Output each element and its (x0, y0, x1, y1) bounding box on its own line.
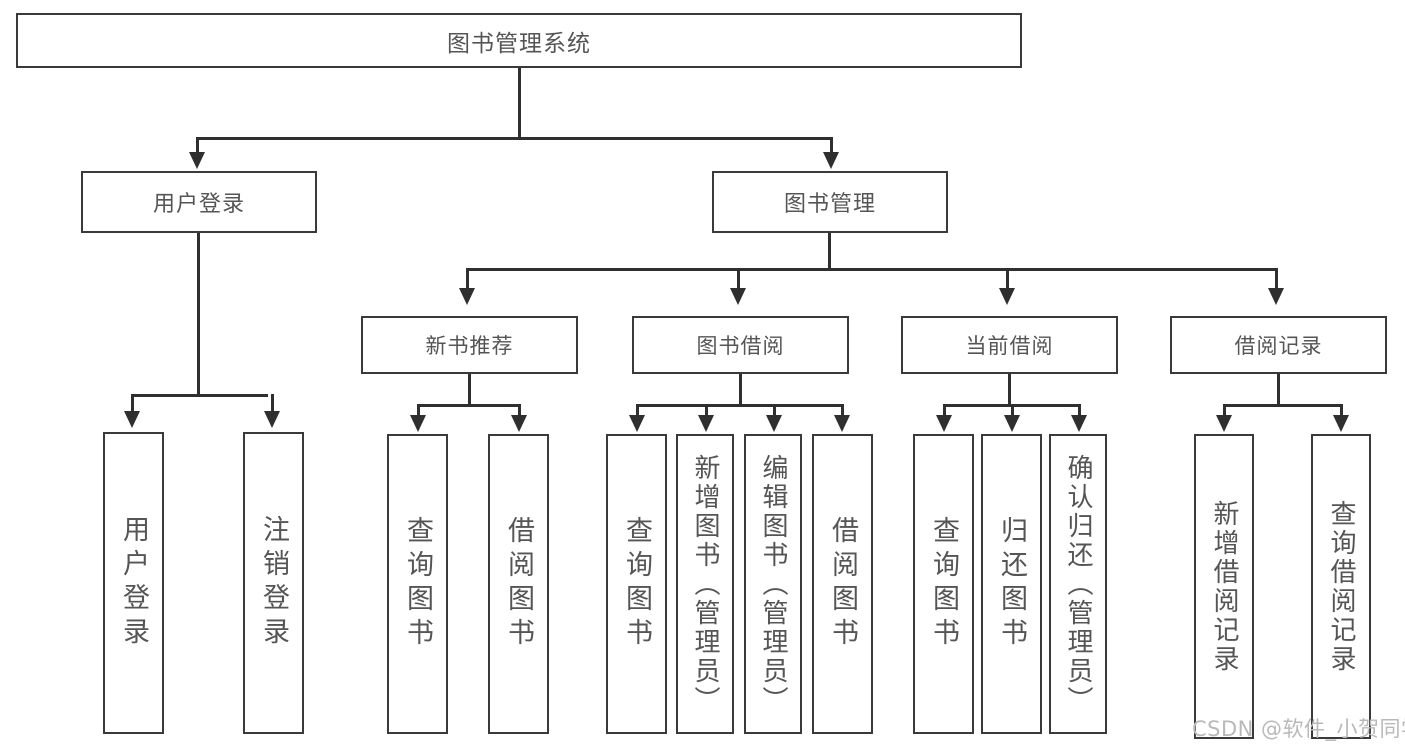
leaf-current-borrow-return-book-label: 归还图书 (996, 516, 1027, 652)
leaf-user-login-logout[interactable]: 注销登录 (243, 432, 304, 734)
arrowhead-br-leaf-1 (1216, 415, 1232, 432)
leaf-book-borrow-edit-book-admin-label: 编辑图书（管理员） (758, 453, 788, 715)
leaf-user-login-login[interactable]: 用户登录 (103, 432, 164, 734)
arrowhead-nbr-leaf-1 (410, 415, 426, 432)
connector-br-bus (1223, 404, 1343, 407)
connector-user-login-bus (131, 394, 268, 397)
node-borrow-records[interactable]: 借阅记录 (1170, 316, 1387, 374)
connector-bb-stem (739, 374, 742, 406)
leaf-current-borrow-query-book[interactable]: 查询图书 (913, 434, 974, 734)
node-book-borrow[interactable]: 图书借阅 (632, 316, 849, 374)
connector-bm-drop-2 (737, 268, 740, 290)
node-borrow-records-label: 借阅记录 (1234, 334, 1323, 358)
watermark-csdn: CSDN @软件_小贺同学 (1192, 717, 1405, 741)
node-book-borrow-label: 图书借阅 (696, 334, 785, 358)
leaf-user-login-login-label: 用户登录 (118, 515, 149, 651)
leaf-borrow-records-query-record[interactable]: 查询借阅记录 (1311, 434, 1371, 739)
connector-bb-drop-1 (636, 404, 639, 418)
node-current-borrow[interactable]: 当前借阅 (901, 316, 1118, 374)
connector-br-drop-1 (1223, 404, 1226, 418)
leaf-book-borrow-add-book-admin[interactable]: 新增图书（管理员） (676, 434, 734, 734)
connector-br-stem (1277, 374, 1280, 406)
node-book-management[interactable]: 图书管理 (712, 171, 948, 233)
leaf-book-borrow-edit-book-admin[interactable]: 编辑图书（管理员） (744, 434, 802, 734)
leaf-book-borrow-borrow-book[interactable]: 借阅图书 (812, 434, 873, 734)
arrowhead-bb-leaf-4 (834, 415, 850, 432)
connector-bm-drop-3 (1006, 268, 1009, 290)
connector-book-management-stem (828, 233, 831, 271)
leaf-current-borrow-confirm-return-admin[interactable]: 确认归还（管理员） (1049, 434, 1107, 734)
arrowhead-bb-leaf-1 (629, 415, 645, 432)
leaf-borrow-records-query-record-label: 查询借阅记录 (1326, 499, 1356, 674)
arrowhead-root-to-user-login (189, 152, 205, 169)
connector-cb-drop-3 (1078, 404, 1081, 418)
connector-cb-stem (1008, 374, 1011, 406)
connector-bb-drop-3 (773, 404, 776, 418)
leaf-book-borrow-query-book-label: 查询图书 (621, 516, 652, 652)
connector-nbr-bus (417, 404, 521, 407)
connector-bb-drop-4 (841, 404, 844, 418)
node-new-book-recommend-label: 新书推荐 (425, 334, 514, 358)
leaf-user-login-logout-label: 注销登录 (258, 515, 289, 651)
arrowhead-bm-to-current-borrow (999, 288, 1015, 305)
arrowhead-user-login-leaf-2 (264, 411, 280, 428)
connector-user-login-stem (197, 233, 200, 397)
node-root-label: 图书管理系统 (447, 30, 591, 57)
leaf-current-borrow-confirm-return-admin-label: 确认归还（管理员） (1063, 453, 1093, 715)
leaf-book-borrow-query-book[interactable]: 查询图书 (606, 434, 667, 734)
connector-bm-drop-4 (1275, 268, 1278, 290)
node-current-borrow-label: 当前借阅 (965, 334, 1054, 358)
leaf-new-book-borrow-book[interactable]: 借阅图书 (488, 434, 549, 734)
leaf-current-borrow-query-book-label: 查询图书 (928, 516, 959, 652)
connector-br-drop-2 (1340, 404, 1343, 418)
arrowhead-br-leaf-2 (1333, 415, 1349, 432)
leaf-book-borrow-add-book-admin-label: 新增图书（管理员） (690, 453, 720, 715)
connector-root-to-user-login (196, 137, 199, 155)
connector-cb-drop-1 (943, 404, 946, 418)
connector-nbr-drop-1 (417, 404, 420, 418)
arrowhead-cb-leaf-3 (1071, 415, 1087, 432)
node-user-login[interactable]: 用户登录 (81, 171, 317, 233)
arrowhead-root-to-book-management (823, 152, 839, 169)
connector-nbr-stem (468, 374, 471, 406)
arrowhead-bb-leaf-2 (698, 415, 714, 432)
connector-root-stem (518, 68, 521, 139)
node-new-book-recommend[interactable]: 新书推荐 (361, 316, 578, 374)
connector-bb-bus (636, 404, 844, 407)
arrowhead-nbr-leaf-2 (511, 415, 527, 432)
connector-bm-drop-1 (466, 268, 469, 290)
node-root-book-management-system[interactable]: 图书管理系统 (16, 13, 1022, 68)
arrowhead-bb-leaf-3 (766, 415, 782, 432)
node-book-management-label: 图书管理 (783, 192, 876, 217)
connector-root-bus (196, 137, 833, 140)
leaf-borrow-records-add-record[interactable]: 新增借阅记录 (1194, 434, 1254, 739)
node-user-login-label: 用户登录 (152, 192, 245, 217)
leaf-current-borrow-return-book[interactable]: 归还图书 (981, 434, 1042, 734)
leaf-new-book-query-book-label: 查询图书 (402, 516, 433, 652)
connector-nbr-drop-2 (518, 404, 521, 418)
leaf-borrow-records-add-record-label: 新增借阅记录 (1209, 499, 1239, 674)
arrowhead-cb-leaf-1 (936, 415, 952, 432)
arrowhead-user-login-leaf-1 (124, 411, 140, 428)
arrowhead-bm-to-borrow-records (1268, 288, 1284, 305)
connector-user-login-drop-1 (131, 394, 134, 414)
connector-user-login-drop-2 (271, 394, 274, 414)
arrowhead-cb-leaf-2 (1004, 415, 1020, 432)
connector-cb-drop-2 (1011, 404, 1014, 418)
leaf-new-book-query-book[interactable]: 查询图书 (387, 434, 448, 734)
arrowhead-bm-to-book-borrow (730, 288, 746, 305)
connector-root-to-book-management (830, 137, 833, 155)
leaf-book-borrow-borrow-book-label: 借阅图书 (827, 516, 858, 652)
arrowhead-bm-to-new-book-recommend (459, 288, 475, 305)
connector-bb-drop-2 (705, 404, 708, 418)
connector-book-management-bus (466, 268, 1277, 271)
leaf-new-book-borrow-book-label: 借阅图书 (503, 516, 534, 652)
